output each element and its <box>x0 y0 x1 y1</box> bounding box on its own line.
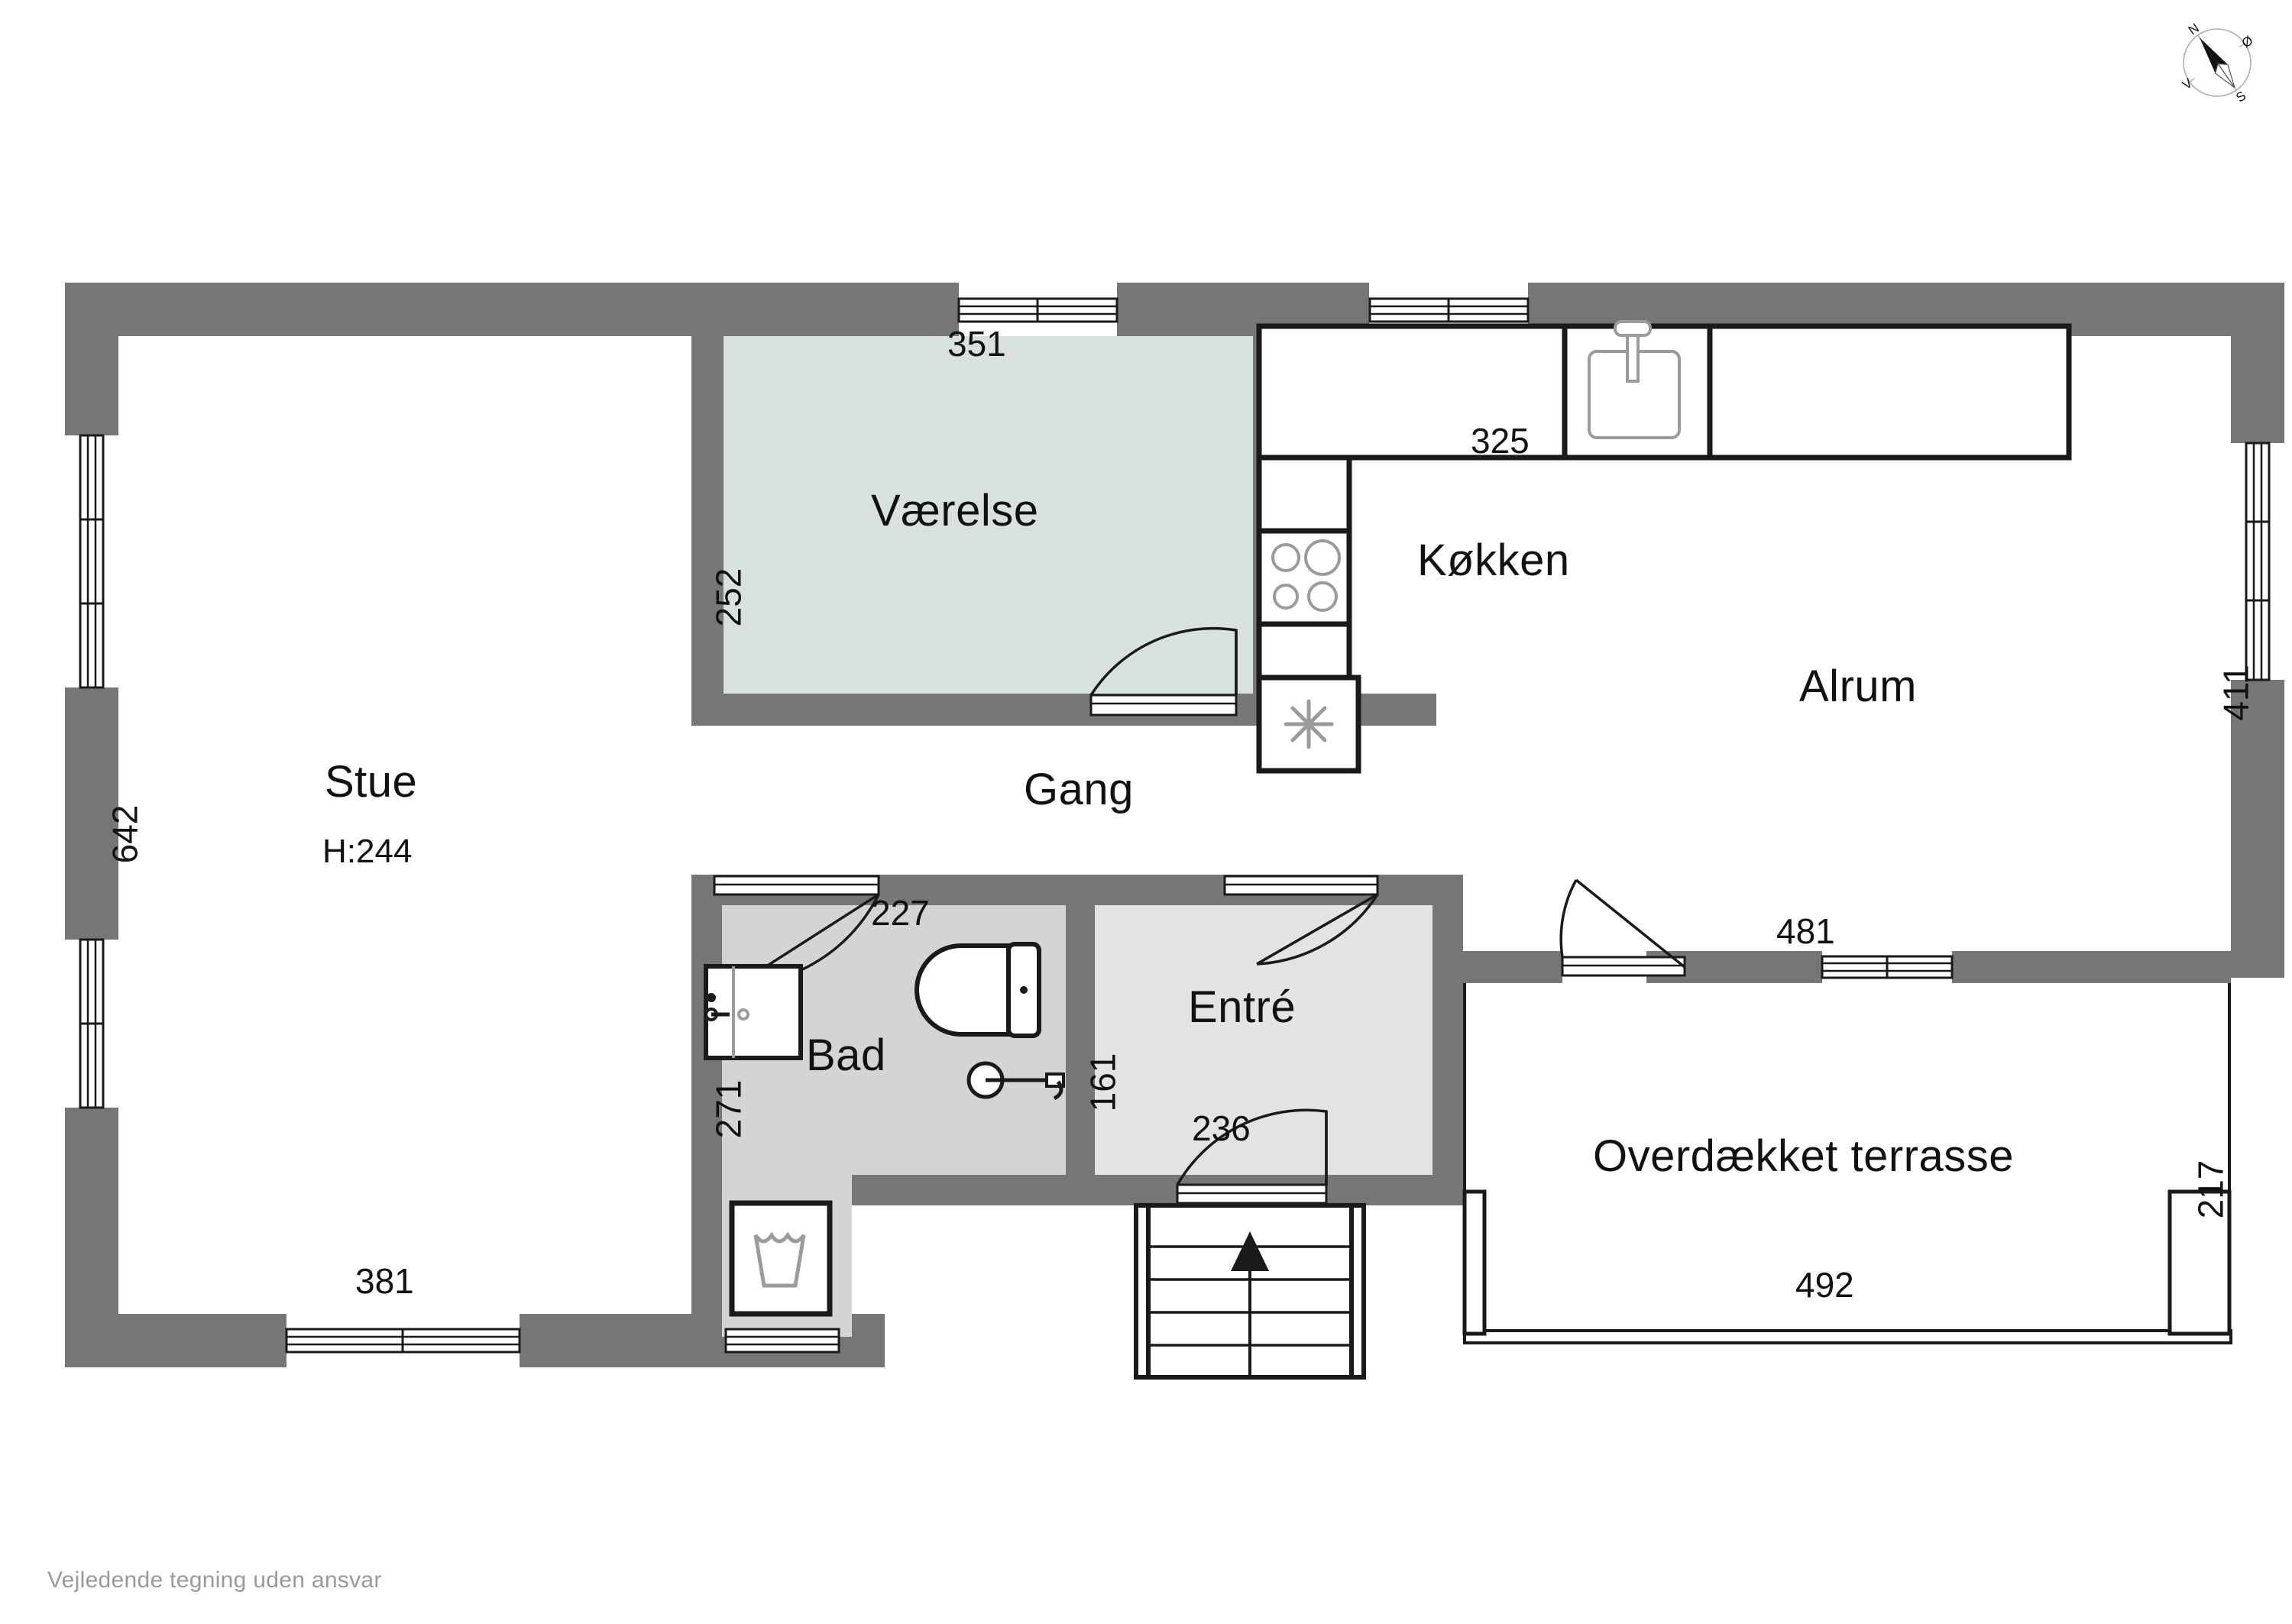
kitchen-fixtures <box>1256 320 2072 774</box>
windows <box>79 297 2271 1354</box>
room-fill-vaerelse <box>724 336 1253 694</box>
dimension-411: 411 <box>2216 665 2256 721</box>
dimension-161: 161 <box>1083 1053 1123 1112</box>
countertop-right-icon <box>1707 323 2072 461</box>
dimension-227: 227 <box>871 893 930 933</box>
washbasin-icon <box>704 964 803 1060</box>
door-entre-front <box>1176 1108 1328 1205</box>
bathroom-fixtures <box>704 942 1065 1317</box>
dimension-252: 252 <box>708 568 749 627</box>
dimension-481: 481 <box>1776 911 1835 951</box>
terrace-outline <box>1462 983 2232 1344</box>
dishwasher-icon <box>1256 675 1361 774</box>
room-fills <box>722 336 1432 1337</box>
dimension-271: 271 <box>708 1079 749 1139</box>
dimension-381: 381 <box>355 1261 414 1301</box>
compass-west-label: V <box>2180 76 2196 92</box>
countertop-icon <box>1256 323 1568 461</box>
stairs-up-icon <box>1134 1203 1366 1380</box>
room-label-stue: Stue <box>325 757 418 807</box>
dimension-642: 642 <box>105 804 145 864</box>
room-label-kokken: Køkken <box>1417 535 1570 585</box>
washing-machine-icon <box>729 1200 833 1317</box>
compass-south-label: S <box>2233 89 2248 105</box>
room-label-alrum: Alrum <box>1799 662 1917 711</box>
room-label-terrasse: Overdækket terrasse <box>1593 1131 2015 1181</box>
cooktop-icon <box>1256 528 1352 627</box>
dimension-492: 492 <box>1795 1265 1854 1305</box>
room-label-entre: Entré <box>1188 982 1297 1032</box>
door-entre-top <box>1223 875 1379 966</box>
compass-needle-icon <box>2200 37 2235 89</box>
room-label-bad: Bad <box>806 1030 886 1080</box>
shower-icon <box>966 1061 1065 1101</box>
exterior-walls <box>65 283 2284 1367</box>
dimension-236: 236 <box>1192 1108 1251 1148</box>
dimension-351: 351 <box>947 324 1006 364</box>
compass-rose: N Ø S V <box>2168 14 2266 112</box>
door-terrace <box>1559 878 1686 977</box>
dimension-217: 217 <box>2190 1160 2231 1219</box>
door-vaerelse <box>1089 626 1238 717</box>
kitchen-sink-icon <box>1588 320 1681 439</box>
room-sublabel-stue-height: H:244 <box>322 833 413 870</box>
disclaimer-text: Vejledende tegning uden ansvar <box>47 1567 382 1593</box>
room-label-gang: Gang <box>1024 765 1134 814</box>
room-fill-entre <box>1095 905 1432 1175</box>
dimension-325: 325 <box>1471 421 1530 461</box>
compass-east-label: Ø <box>2239 33 2256 50</box>
room-label-vaerelse: Værelse <box>871 486 1039 535</box>
kitchen-cabinet-2-icon <box>1256 621 1352 681</box>
doors <box>713 626 1686 1205</box>
toilet-icon <box>915 942 1041 1038</box>
kitchen-cabinet-icon <box>1256 455 1352 534</box>
compass-north-label: N <box>2186 21 2202 38</box>
